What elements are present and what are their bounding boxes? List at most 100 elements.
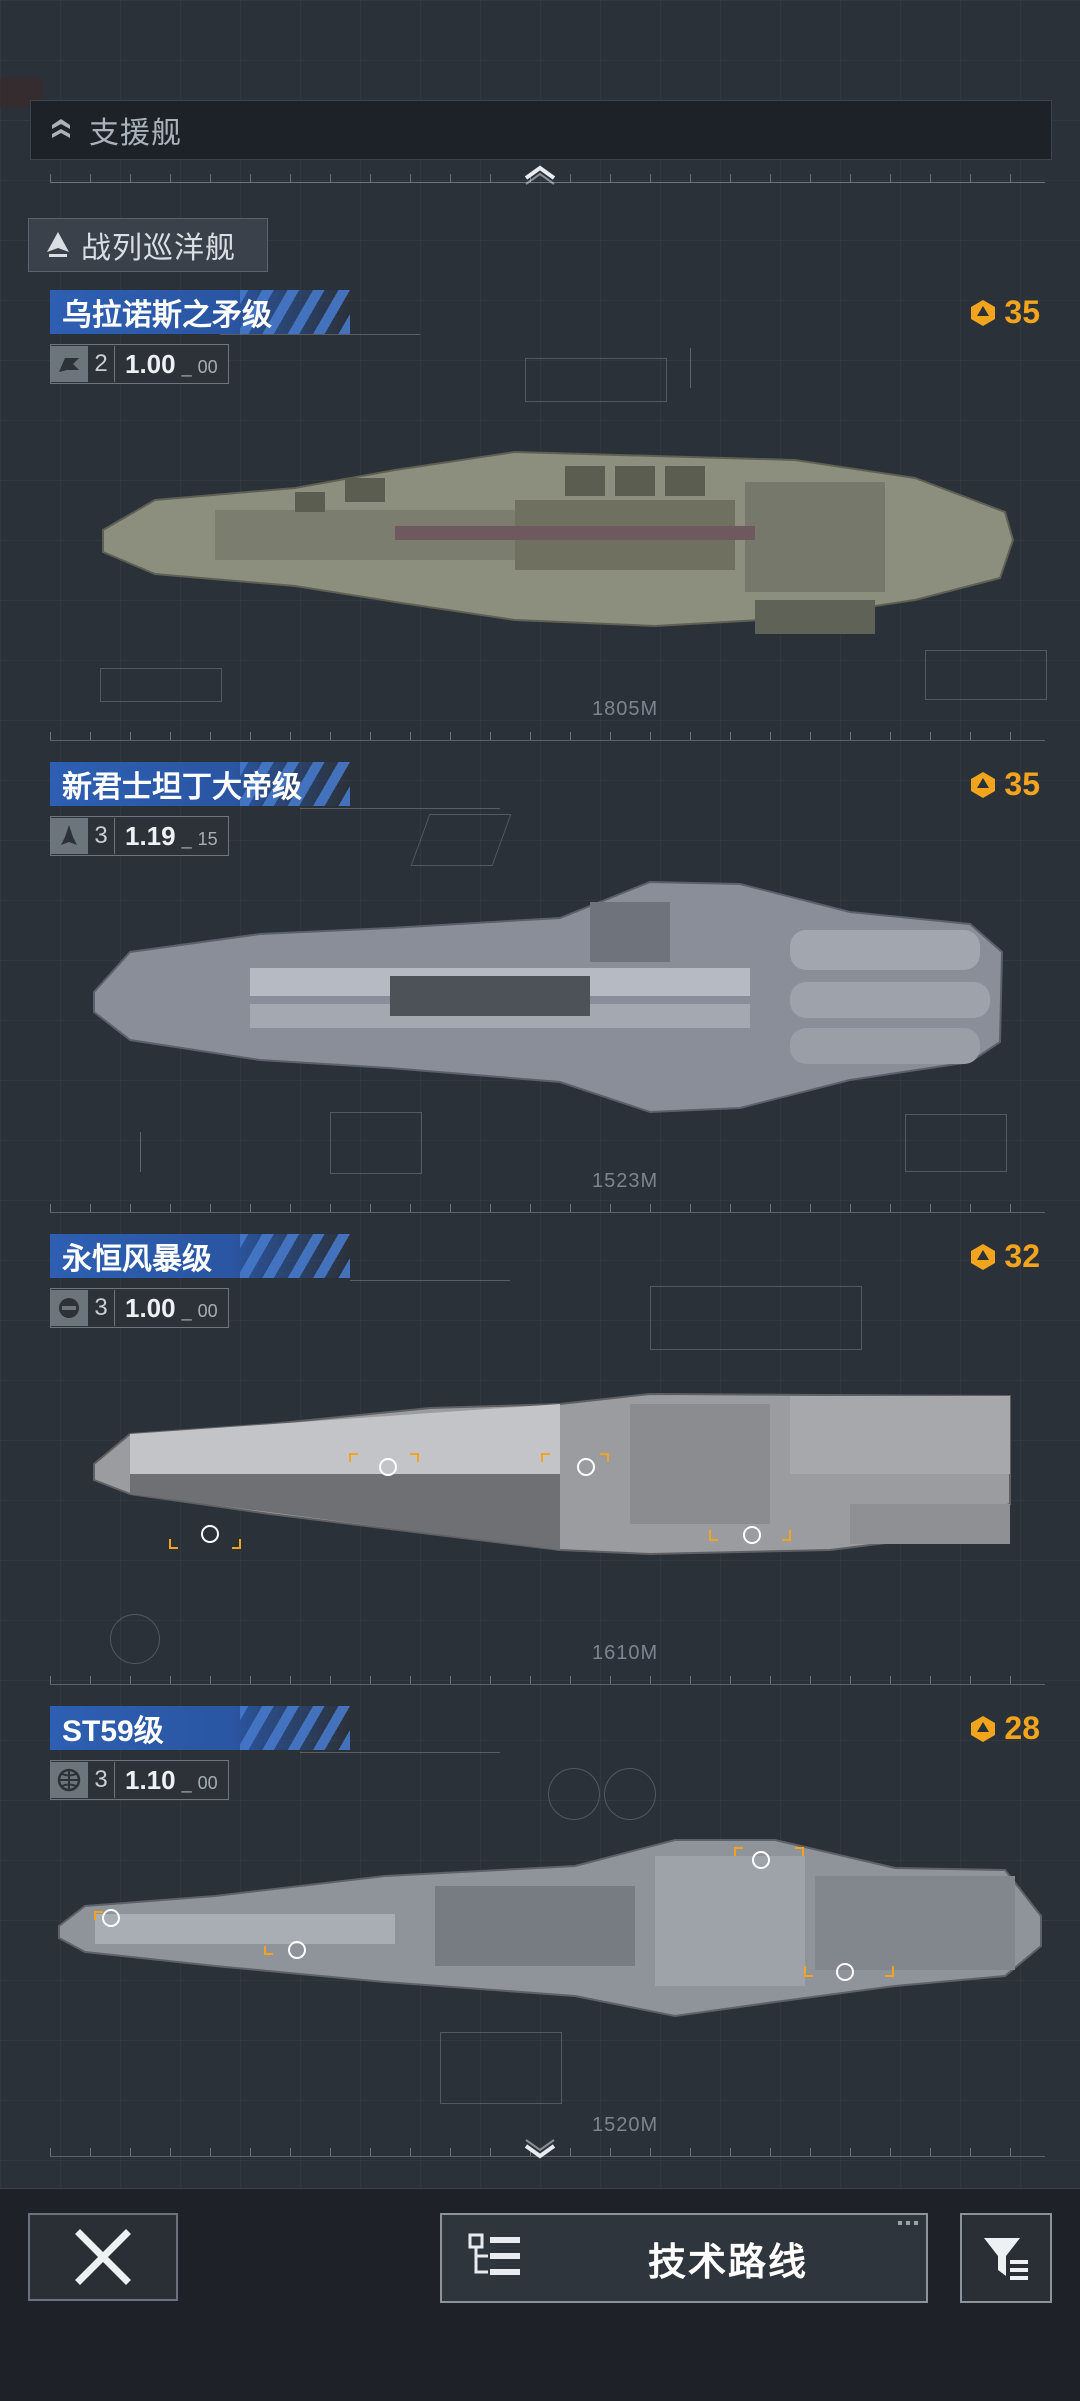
ruler-tick (610, 1676, 611, 1684)
ruler-tick (50, 732, 51, 740)
ruler-tick (50, 1204, 51, 1212)
battlecruiser-icon (43, 230, 73, 260)
ruler-tick (490, 1204, 491, 1212)
collapse-chevron-up-icon[interactable] (520, 162, 560, 188)
ruler-tick (130, 1204, 131, 1212)
cost-emblem-icon (971, 1715, 996, 1742)
ruler-tick (890, 174, 891, 182)
tech-route-button[interactable]: 技术路线 (440, 2213, 928, 2303)
faction-icon (51, 1290, 87, 1326)
ruler-tick (930, 174, 931, 182)
ruler-tick (930, 2148, 931, 2156)
ruler-tick (330, 174, 331, 182)
tech-route-label: 技术路线 (648, 2241, 809, 2284)
ruler-tick (930, 1204, 931, 1212)
ship-tier: 3 (87, 1762, 114, 1798)
globe-icon (51, 1762, 87, 1798)
blueprint-schematic (548, 1768, 600, 1820)
ruler-tick (770, 1204, 771, 1212)
ruler-tick (90, 174, 91, 182)
support-ship-section-header[interactable]: 支援舰 (30, 100, 1052, 160)
ruler-tick (490, 732, 491, 740)
ruler-tick (250, 2148, 251, 2156)
ruler-tick (450, 732, 451, 740)
ruler-tick (330, 732, 331, 740)
flag-icon (51, 346, 87, 382)
ship-value: 1.00 (125, 349, 176, 379)
ship-name-tag: 永恒风暴级 (50, 1234, 350, 1278)
close-button[interactable] (28, 2213, 178, 2301)
expand-chevron-down-icon[interactable] (520, 2136, 560, 2162)
category-label: 战列巡洋舰 (81, 232, 236, 265)
ruler-tick (50, 2148, 51, 2156)
ship-tier: 3 (87, 818, 114, 854)
ship-name: ST59级 (62, 1715, 164, 1748)
ruler-tick (890, 1204, 891, 1212)
ship-length: 1610M (592, 1642, 659, 1664)
cost-emblem-icon (971, 1243, 996, 1270)
ship-length: 1520M (592, 2114, 659, 2136)
ship-illustration (93, 880, 1004, 1114)
ruler-tick (330, 2148, 331, 2156)
ship-card[interactable]: 新君士坦丁大帝级 3 1.19_15 35 1523M (0, 762, 1080, 1232)
corner-dots (898, 2221, 918, 2225)
cost-emblem-icon (971, 299, 996, 326)
leader-line (300, 1752, 500, 1753)
ship-tier: 3 (87, 1290, 114, 1326)
ship-illustration (102, 450, 1015, 634)
card-ruler (50, 1202, 1045, 1213)
ruler-tick (970, 2148, 971, 2156)
card-ruler (50, 730, 1045, 741)
ruler-tick (530, 2148, 531, 2156)
ruler-tick (650, 1676, 651, 1684)
ruler-tick (770, 1676, 771, 1684)
ruler-tick (490, 174, 491, 182)
ship-silhouette-icon (51, 818, 87, 854)
ruler-tick (250, 1204, 251, 1212)
blueprint-schematic (525, 358, 667, 402)
ship-card[interactable]: 永恒风暴级 3 1.00_00 32 1610M (0, 1234, 1080, 1704)
ship-sub-value: 00 (197, 1301, 218, 1321)
ruler-tick (690, 174, 691, 182)
ruler-tick (50, 174, 51, 182)
filter-button[interactable] (960, 2213, 1052, 2303)
ruler-tick (90, 1204, 91, 1212)
ship-card[interactable]: ST59级 3 1.10_00 28 1520M (0, 1706, 1080, 2176)
ship-cost: 35 (968, 766, 1040, 803)
ship-name: 乌拉诺斯之矛级 (62, 299, 272, 332)
ruler-tick (490, 2148, 491, 2156)
blueprint-text (140, 1132, 321, 1172)
ruler-tick (1010, 1676, 1011, 1684)
blueprint-schematic (100, 668, 222, 702)
card-ruler (50, 1674, 1045, 1685)
ship-stats: 3 1.00_00 (50, 1288, 229, 1328)
ruler-tick (250, 1676, 251, 1684)
ruler-tick (410, 1204, 411, 1212)
blueprint-schematic (604, 1768, 656, 1820)
ruler-tick (890, 1676, 891, 1684)
ruler-tick (930, 1676, 931, 1684)
ship-stats: 3 1.10_00 (50, 1760, 229, 1800)
ship-name: 新君士坦丁大帝级 (62, 771, 302, 804)
ruler-tick (130, 2148, 131, 2156)
category-chip-battlecruiser[interactable]: 战列巡洋舰 (28, 218, 268, 272)
ruler-tick (890, 2148, 891, 2156)
filter-icon (984, 2238, 1028, 2280)
ruler-tick (730, 2148, 731, 2156)
ruler-tick (530, 1204, 531, 1212)
ship-cost: 32 (968, 1238, 1040, 1275)
ruler-tick (850, 732, 851, 740)
ruler-tick (290, 1204, 291, 1212)
ruler-tick (770, 732, 771, 740)
ruler-tick (530, 732, 531, 740)
ruler-tick (930, 732, 931, 740)
ship-value: 1.19 (125, 821, 176, 851)
ruler-tick (650, 1204, 651, 1212)
ruler-tick (410, 2148, 411, 2156)
leader-line (300, 808, 500, 809)
ship-card[interactable]: 乌拉诺斯之矛级 2 1.00_00 35 1805M (0, 290, 1080, 760)
leader-line (350, 1280, 510, 1281)
blueprint-schematic (110, 1614, 160, 1664)
ruler-tick (130, 732, 131, 740)
